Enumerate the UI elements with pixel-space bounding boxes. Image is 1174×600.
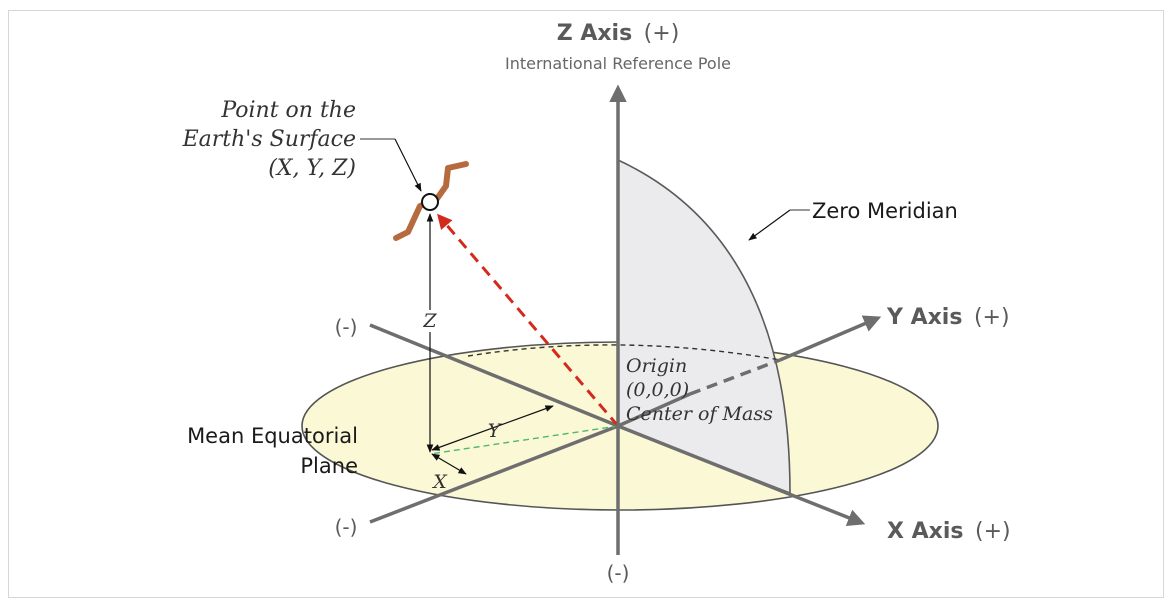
origin-label-line2: (0,0,0) [626,379,689,401]
x-axis-sign: (+) [975,519,1011,544]
y-component-label: Y [488,420,503,442]
zero-meridian-surface [617,158,791,495]
y-component-arrow [431,405,554,451]
z-axis-negative-label: (-) [607,561,630,585]
origin-point [615,423,621,429]
point-label-line1: Point on the [220,98,356,123]
y-axis-name: Y Axis [886,305,962,330]
y-axis-line-front [617,392,691,428]
x-component-label: X [431,471,448,493]
position-vector [437,213,620,427]
x-axis-negative-label: (-) [335,315,358,339]
y-axis-sign: (+) [974,305,1010,330]
zero-meridian-label: Zero Meridian [812,199,958,223]
x-axis-negative-line [369,323,619,428]
y-axis-dashed-segment [689,358,781,396]
point-label-arrow [394,138,422,192]
origin-label-line3: Center of Mass [626,403,773,425]
surface-point-marker [421,193,439,211]
plane-label-line2: Plane [300,454,358,478]
z-component-label: Z [422,310,437,332]
point-label-line3: (X, Y, Z) [268,156,356,181]
origin-label-line1: Origin [626,355,687,377]
x-axis-name: X Axis [887,519,963,544]
y-axis-title: Y Axis (+) [886,304,1010,330]
point-label-line2: Earth's Surface [182,127,356,152]
equator-dashed-arc [467,344,781,361]
y-axis-line [779,315,882,362]
y-axis-negative-line [369,424,619,524]
z-axis-name: Z Axis [557,21,632,46]
x-component-arrow [431,453,467,475]
x-axis-title: X Axis (+) [887,518,1011,544]
y-axis-negative-label: (-) [335,515,358,539]
z-axis-title: Z Axis (+) [557,20,680,46]
x-axis-line [617,424,866,526]
plane-label-line1: Mean Equatorial [187,424,358,448]
z-label-bg [421,310,439,332]
z-axis-sign: (+) [644,21,680,46]
z-axis-subtitle: International Reference Pole [505,54,731,73]
meridian-label-arrow [748,209,791,241]
